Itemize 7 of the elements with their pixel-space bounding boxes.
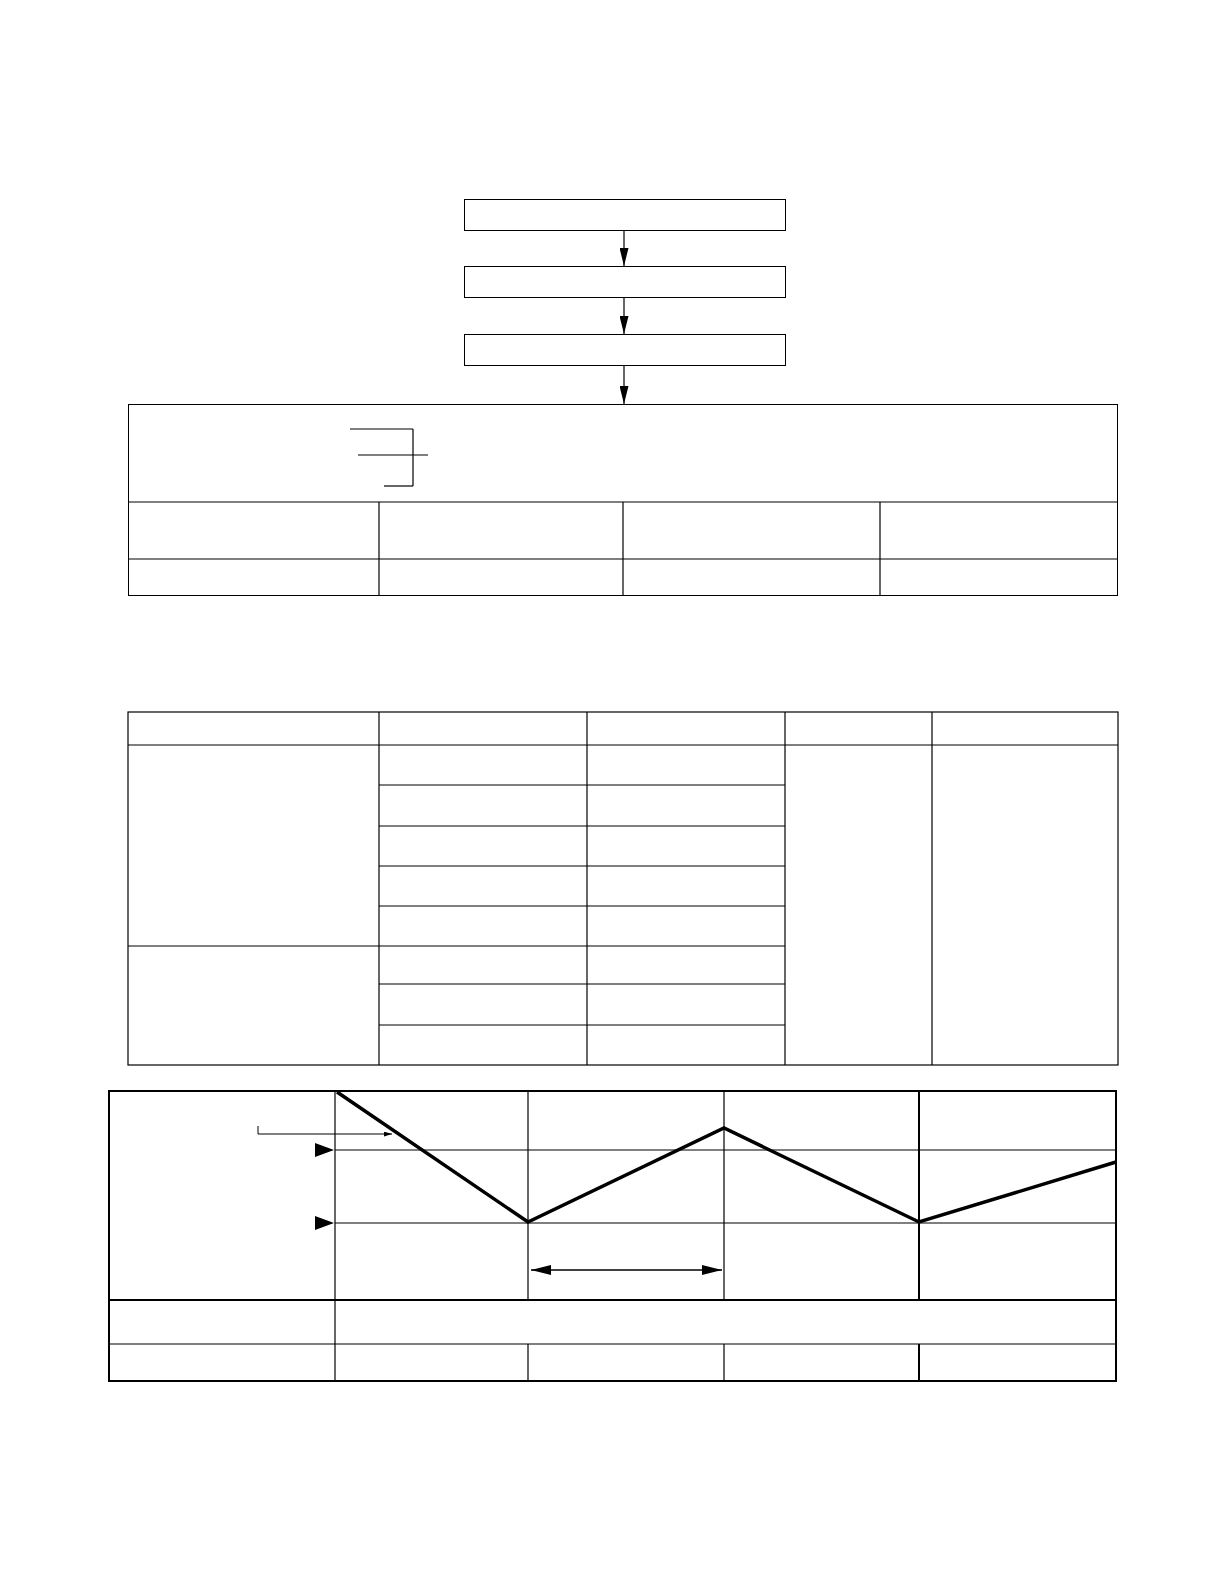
process-box: [464, 199, 786, 231]
arrow: [619, 365, 629, 405]
process-box: [464, 334, 786, 366]
table-frame: [128, 404, 1118, 596]
arrow: [619, 297, 629, 335]
process-box: [464, 266, 786, 298]
arrow: [619, 230, 629, 267]
